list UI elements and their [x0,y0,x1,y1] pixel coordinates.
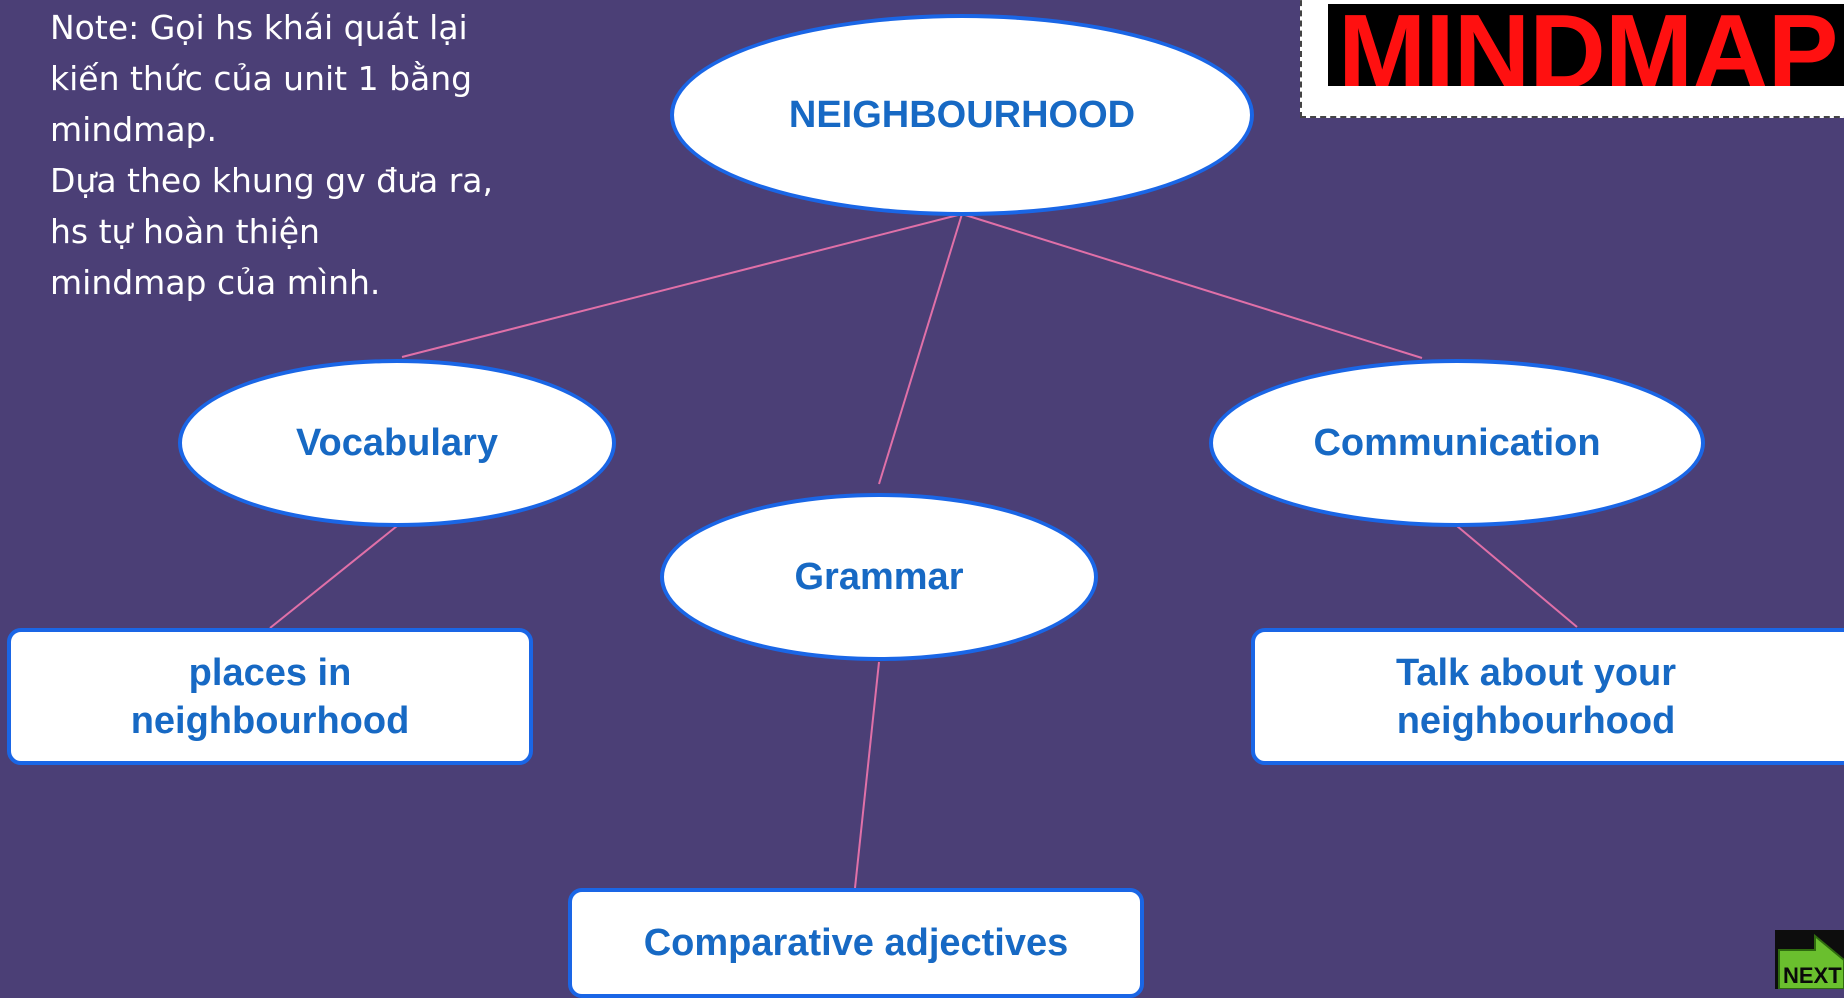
title-banner: MINDMAP [1300,0,1844,118]
next-arrow-icon: NEXT [1775,930,1844,989]
note-line: Note: Gọi hs khái quát lại [50,8,468,47]
connector-center-grammar [878,213,963,485]
center-node: NEIGHBOURHOOD [670,14,1254,216]
communication-node: Communication [1209,359,1705,527]
title-banner-inner: MINDMAP [1328,4,1844,86]
communication-detail-box: Talk about your neighbourhood [1251,628,1844,765]
vocabulary-detail-box: places in neighbourhood [7,628,533,765]
vocabulary-node-label: Vocabulary [295,421,499,464]
next-button[interactable]: NEXT [1775,930,1844,989]
vocabulary-node: Vocabulary [178,359,616,527]
center-node-label: NEIGHBOURHOOD [788,93,1136,136]
grammar-detail-box: Comparative adjectives [568,888,1144,998]
note-line: kiến thức của unit 1 bằng [50,59,473,98]
next-button-label: NEXT [1783,963,1842,988]
connector-center-vocabulary [401,213,963,358]
communication-node-label: Communication [1313,421,1601,464]
connector-grammar-detail [854,661,880,889]
connector-vocabulary-detail [269,525,398,629]
note-line: mindmap. [50,110,217,149]
grammar-detail-text: Comparative adjectives [643,922,1069,964]
connector-communication-detail [1456,525,1578,628]
grammar-node-label: Grammar [794,555,964,598]
note-line: hs tự hoàn thiện [50,212,320,251]
note-line: Dựa theo khung gv đưa ra, [50,161,493,200]
connector-center-communication [961,213,1423,359]
instruction-note: Note: Gọi hs khái quát lại kiến thức của… [50,2,530,308]
vocabulary-detail-text: places in neighbourhood [130,651,410,742]
title-text: MINDMAP [1338,4,1838,86]
note-line: mindmap của mình. [50,263,381,302]
communication-detail-text: Talk about your neighbourhood [1395,651,1677,742]
grammar-node: Grammar [660,493,1098,661]
